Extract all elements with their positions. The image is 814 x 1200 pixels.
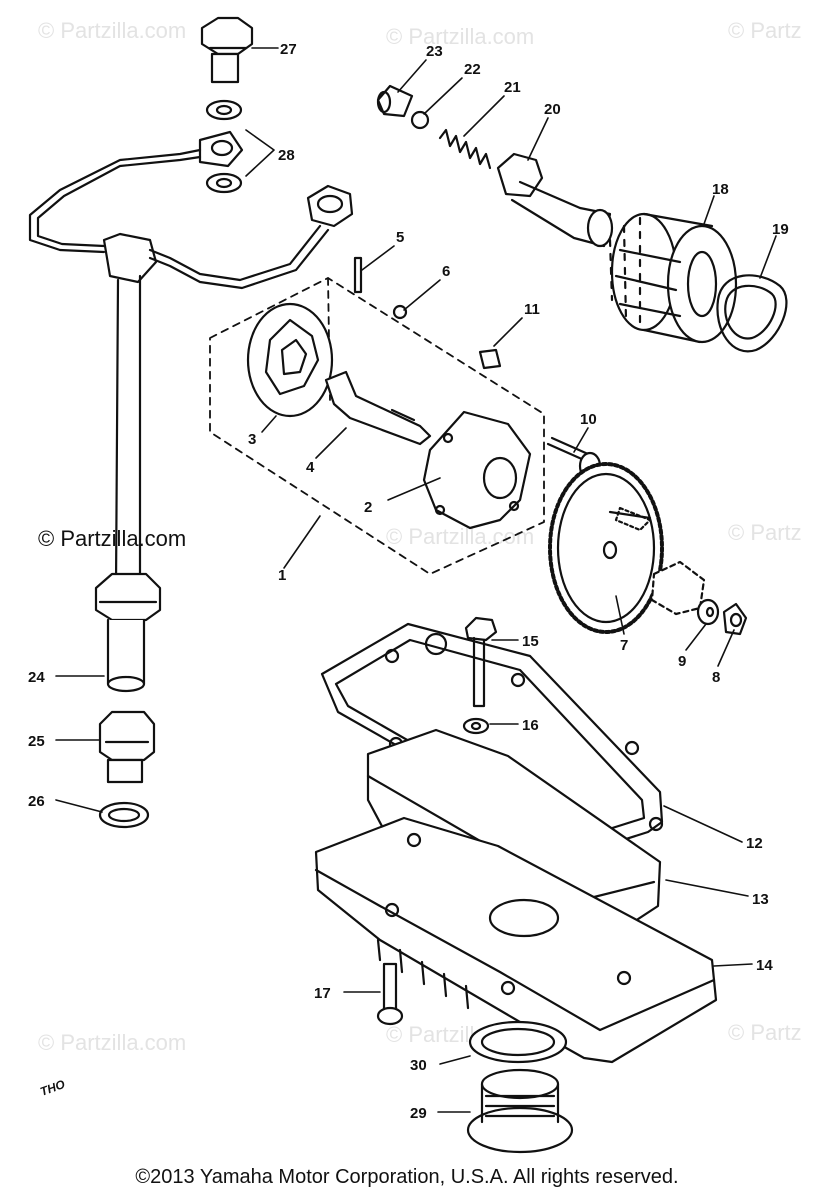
callout-26: 26: [28, 793, 45, 810]
part-24-union: [94, 572, 162, 693]
callout-5: 5: [396, 229, 404, 246]
part-19-o-ring: [716, 274, 788, 353]
callout-22: 22: [464, 61, 481, 78]
part-27-union-bolt: [200, 16, 254, 84]
part-4-shaft: [324, 370, 432, 446]
callout-27: 27: [280, 41, 297, 58]
callout-19: 19: [772, 221, 789, 238]
watermark: © Partzilla.com: [38, 18, 187, 43]
part-21-spring: [438, 128, 492, 170]
part-8-nut: [722, 602, 748, 636]
part-25-fitting: [98, 710, 156, 784]
callout-25: 25: [28, 733, 45, 750]
callout-16: 16: [522, 717, 539, 734]
callout-10: 10: [580, 411, 597, 428]
part-3-rotor: [246, 302, 334, 418]
callout-28: 28: [278, 147, 295, 164]
callout-30: 30: [410, 1057, 427, 1074]
callout-11: 11: [524, 301, 540, 318]
callout-23: 23: [426, 43, 443, 60]
part-20-relief-valve: [496, 152, 614, 248]
part-26-washer: [98, 801, 150, 829]
part-9-washer: [696, 598, 720, 626]
part-15-bolt: [464, 616, 498, 708]
watermark: © Partz: [728, 520, 802, 545]
part-28-gaskets: [205, 99, 243, 194]
watermark: © Partz: [728, 18, 802, 43]
callout-3: 3: [248, 431, 256, 448]
callout-24: 24: [28, 669, 45, 686]
callout-13: 13: [752, 891, 769, 908]
callout-4: 4: [306, 459, 315, 476]
part-18-oil-filter: [608, 212, 738, 344]
part-11-pin: [478, 348, 502, 370]
leader-lines: [55, 47, 777, 1113]
part-16-washer: [462, 717, 490, 735]
watermark: © Partz: [728, 1020, 802, 1045]
part-1-pump-assembly-outline: [209, 277, 545, 575]
callout-21: 21: [504, 79, 521, 96]
watermark: © Partzilla.com: [38, 1030, 187, 1055]
callout-29: 29: [410, 1105, 427, 1122]
code-mark: THO: [38, 1077, 67, 1099]
part-17-bolt: [376, 962, 404, 1026]
callout-2: 2: [364, 499, 372, 516]
part-2-pump-cover: [422, 410, 532, 530]
part-7-drive-gear: [548, 462, 664, 634]
callout-12: 12: [746, 835, 763, 852]
part-30-o-ring: [468, 1020, 568, 1064]
callout-18: 18: [712, 181, 729, 198]
callout-14: 14: [756, 957, 773, 974]
part-14-oil-pan: [314, 816, 718, 1064]
callout-9: 9: [678, 653, 686, 670]
part-6-ball: [392, 304, 408, 320]
copyright-notice: ©2013 Yamaha Motor Corporation, U.S.A. A…: [135, 1166, 679, 1188]
callout-7: 7: [620, 637, 628, 654]
callout-labels: 27 28 23 22 21 20 18 19 5 6 11 3 4 2 10 …: [28, 41, 789, 1122]
watermark: © Partzilla.com: [386, 24, 535, 49]
callout-15: 15: [522, 633, 539, 650]
callout-8: 8: [712, 669, 720, 686]
callout-17: 17: [314, 985, 331, 1002]
oil-delivery-pipe: [28, 130, 354, 588]
part-5-pin: [353, 256, 363, 294]
part-22-ball: [410, 110, 430, 130]
callout-1: 1: [278, 567, 286, 584]
watermark-main: © Partzilla.com: [38, 526, 187, 551]
part-29-drain-plug: [466, 1068, 574, 1154]
watermark: © Partzilla.com: [386, 524, 535, 549]
callout-6: 6: [442, 263, 450, 280]
callout-20: 20: [544, 101, 561, 118]
part-23-plug: [376, 84, 414, 118]
